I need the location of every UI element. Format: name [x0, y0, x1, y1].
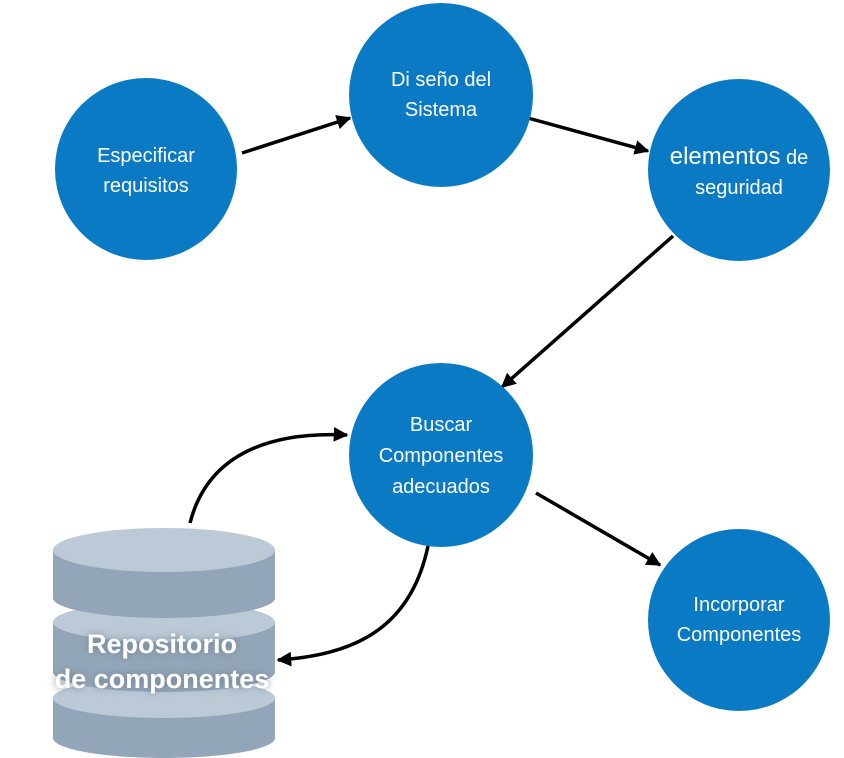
node-circle: [648, 529, 830, 711]
node-especificar-requisitos: Especificar requisitos: [55, 78, 237, 260]
node-circle: [349, 363, 533, 547]
node-label-line: seguridad: [695, 177, 783, 199]
node-diseno-del-sistema: Di seño del Sistema: [349, 3, 533, 187]
edge-especificar-to-diseno: [241, 115, 352, 155]
node-incorporar-componentes: Incorporar Componentes: [648, 529, 830, 711]
node-label-line: requisitos: [103, 175, 189, 197]
edge-buscar-to-repository: [276, 545, 430, 667]
node-elementos-de-seguridad: elementos de seguridad: [648, 79, 830, 261]
node-buscar-componentes: Buscar Componentes adecuados: [349, 363, 533, 547]
edge-buscar-to-incorporar: [535, 491, 662, 567]
node-circle: [648, 79, 830, 261]
edge-repository-to-buscar: [188, 427, 349, 524]
db-middle-disk: [53, 622, 275, 692]
repository-label-line: Repositorio: [87, 629, 237, 659]
edge-diseno-to-elementos: [527, 116, 650, 155]
node-label-line: Componentes: [379, 445, 504, 467]
node-label-line: elementos de: [670, 143, 809, 170]
node-label-line: adecuados: [392, 476, 490, 498]
node-label-line: Di seño del: [391, 69, 491, 91]
repository-label-line: de componentes: [55, 664, 270, 694]
node-label-line: Componentes: [677, 624, 802, 646]
node-label-emphasis: elementos: [670, 143, 781, 170]
node-label-line: Especificar: [97, 145, 195, 167]
node-circle: [55, 78, 237, 260]
edge-elementos-to-buscar: [500, 234, 675, 389]
repository-database-icon: [53, 528, 275, 758]
node-circle: [349, 3, 533, 187]
node-label-line: Incorporar: [693, 594, 784, 616]
node-label-line: Sistema: [405, 99, 478, 121]
db-top-disk-top: [53, 528, 275, 572]
repository-label: Repositorio de componentes: [55, 629, 270, 694]
node-label-word: de: [786, 147, 808, 169]
node-label-line: Buscar: [410, 414, 473, 436]
